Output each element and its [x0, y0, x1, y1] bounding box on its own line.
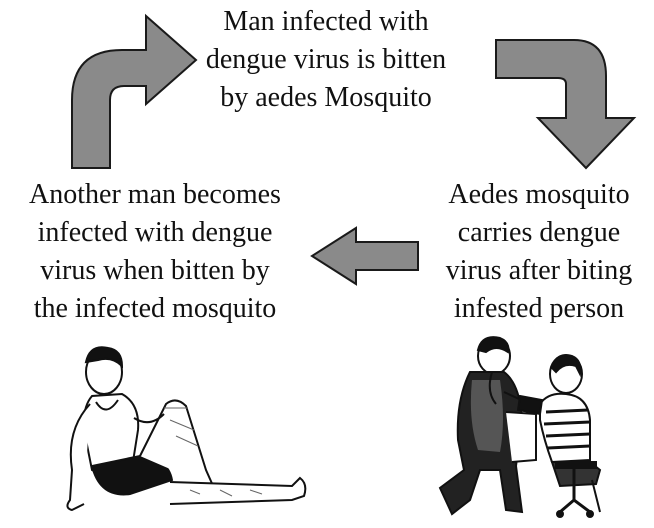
doctor-examining-patient-illustration: [440, 337, 600, 517]
arrow-left-icon: [312, 228, 418, 284]
step-top-text: Man infected with dengue virus is bitten…: [170, 3, 482, 117]
step-right-line-4: infested person: [424, 290, 654, 328]
step-left-line-4: the infected mosquito: [0, 290, 310, 328]
step-left-line-2: infected with dengue: [0, 214, 310, 252]
sick-man-sitting-illustration: [67, 347, 305, 510]
step-right-line-1: Aedes mosquito: [424, 176, 654, 214]
step-right-line-3: virus after biting: [424, 252, 654, 290]
step-left-text: Another man becomes infected with dengue…: [0, 176, 310, 328]
step-right-line-2: carries dengue: [424, 214, 654, 252]
curved-arrow-right-down-icon: [496, 40, 634, 168]
step-left-line-3: virus when bitten by: [0, 252, 310, 290]
step-right-text: Aedes mosquito carries dengue virus afte…: [424, 176, 654, 328]
step-top-line-2: dengue virus is bitten: [170, 41, 482, 79]
step-left-line-1: Another man becomes: [0, 176, 310, 214]
step-top-line-1: Man infected with: [170, 3, 482, 41]
step-top-line-3: by aedes Mosquito: [170, 79, 482, 117]
